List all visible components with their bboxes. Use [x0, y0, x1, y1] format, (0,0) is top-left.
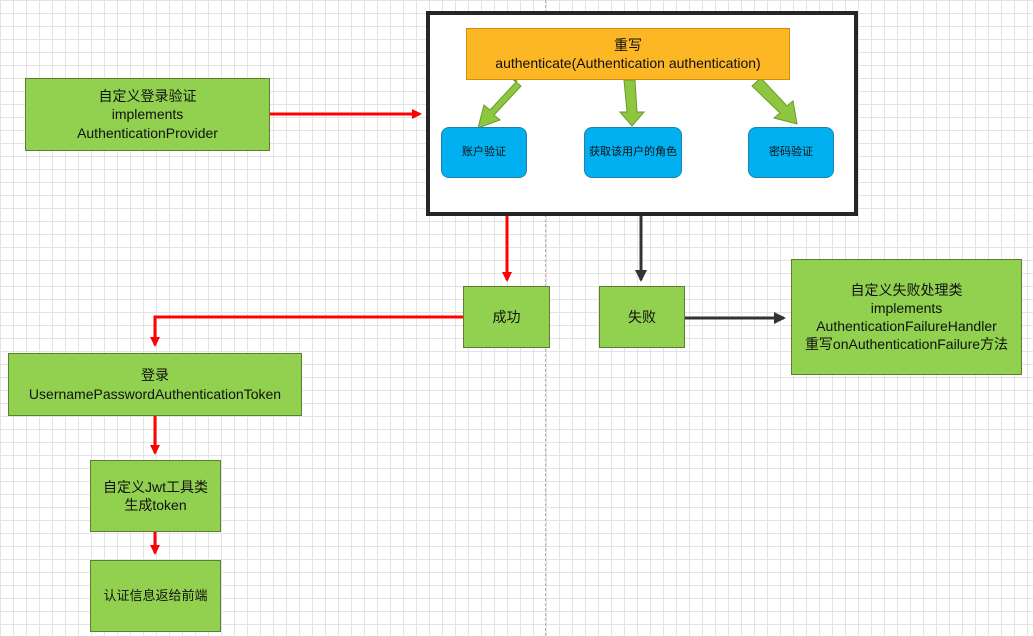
- account-check-box: 账户验证: [441, 127, 527, 178]
- failure-box: 失败: [599, 286, 685, 348]
- return-frontend-label: 认证信息返给前端: [103, 587, 208, 603]
- failure-handler-line-2: implements: [870, 299, 943, 316]
- login-token-box: 登录 UsernamePasswordAuthenticationToken: [8, 353, 302, 416]
- success-box: 成功: [463, 286, 550, 348]
- get-roles-label: 获取该用户的角色: [589, 146, 677, 159]
- edge-authenticate-to-password-check: [751, 77, 798, 125]
- get-roles-box: 获取该用户的角色: [584, 127, 682, 178]
- failure-label: 失败: [628, 308, 656, 325]
- override-line-1: 重写: [614, 36, 642, 53]
- custom-auth-line-3: AuthenticationProvider: [77, 124, 218, 141]
- password-check-label: 密码验证: [769, 146, 813, 159]
- login-token-line-2: UsernamePasswordAuthenticationToken: [28, 385, 282, 402]
- override-authenticate-box: 重写 authenticate(Authentication authentic…: [466, 28, 790, 80]
- custom-auth-provider-box: 自定义登录验证 implements AuthenticationProvide…: [25, 78, 270, 151]
- failure-handler-line-3: AuthenticationFailureHandler: [816, 318, 997, 334]
- custom-auth-line-1: 自定义登录验证: [98, 88, 197, 105]
- jwt-util-line-1: 自定义Jwt工具类: [103, 478, 208, 495]
- jwt-util-box: 自定义Jwt工具类 生成token: [90, 460, 221, 532]
- custom-auth-line-2: implements: [111, 106, 184, 123]
- override-line-2: authenticate(Authentication authenticati…: [495, 55, 761, 71]
- success-label: 成功: [492, 308, 521, 325]
- failure-handler-line-1: 自定义失败处理类: [850, 281, 963, 298]
- account-check-label: 账户验证: [462, 146, 506, 159]
- edge-authenticate-to-get-roles: [618, 79, 646, 127]
- password-check-box: 密码验证: [748, 127, 834, 178]
- failure-handler-box: 自定义失败处理类 implements AuthenticationFailur…: [791, 259, 1022, 375]
- jwt-util-line-2: 生成token: [124, 497, 187, 513]
- login-token-line-1: 登录: [141, 367, 169, 384]
- edge-authenticate-to-account-check: [477, 77, 522, 129]
- failure-handler-line-4: 重写onAuthenticationFailure方法: [804, 336, 1009, 353]
- edge-success-to-login-token: [150, 315, 463, 347]
- return-frontend-box: 认证信息返给前端: [90, 560, 221, 632]
